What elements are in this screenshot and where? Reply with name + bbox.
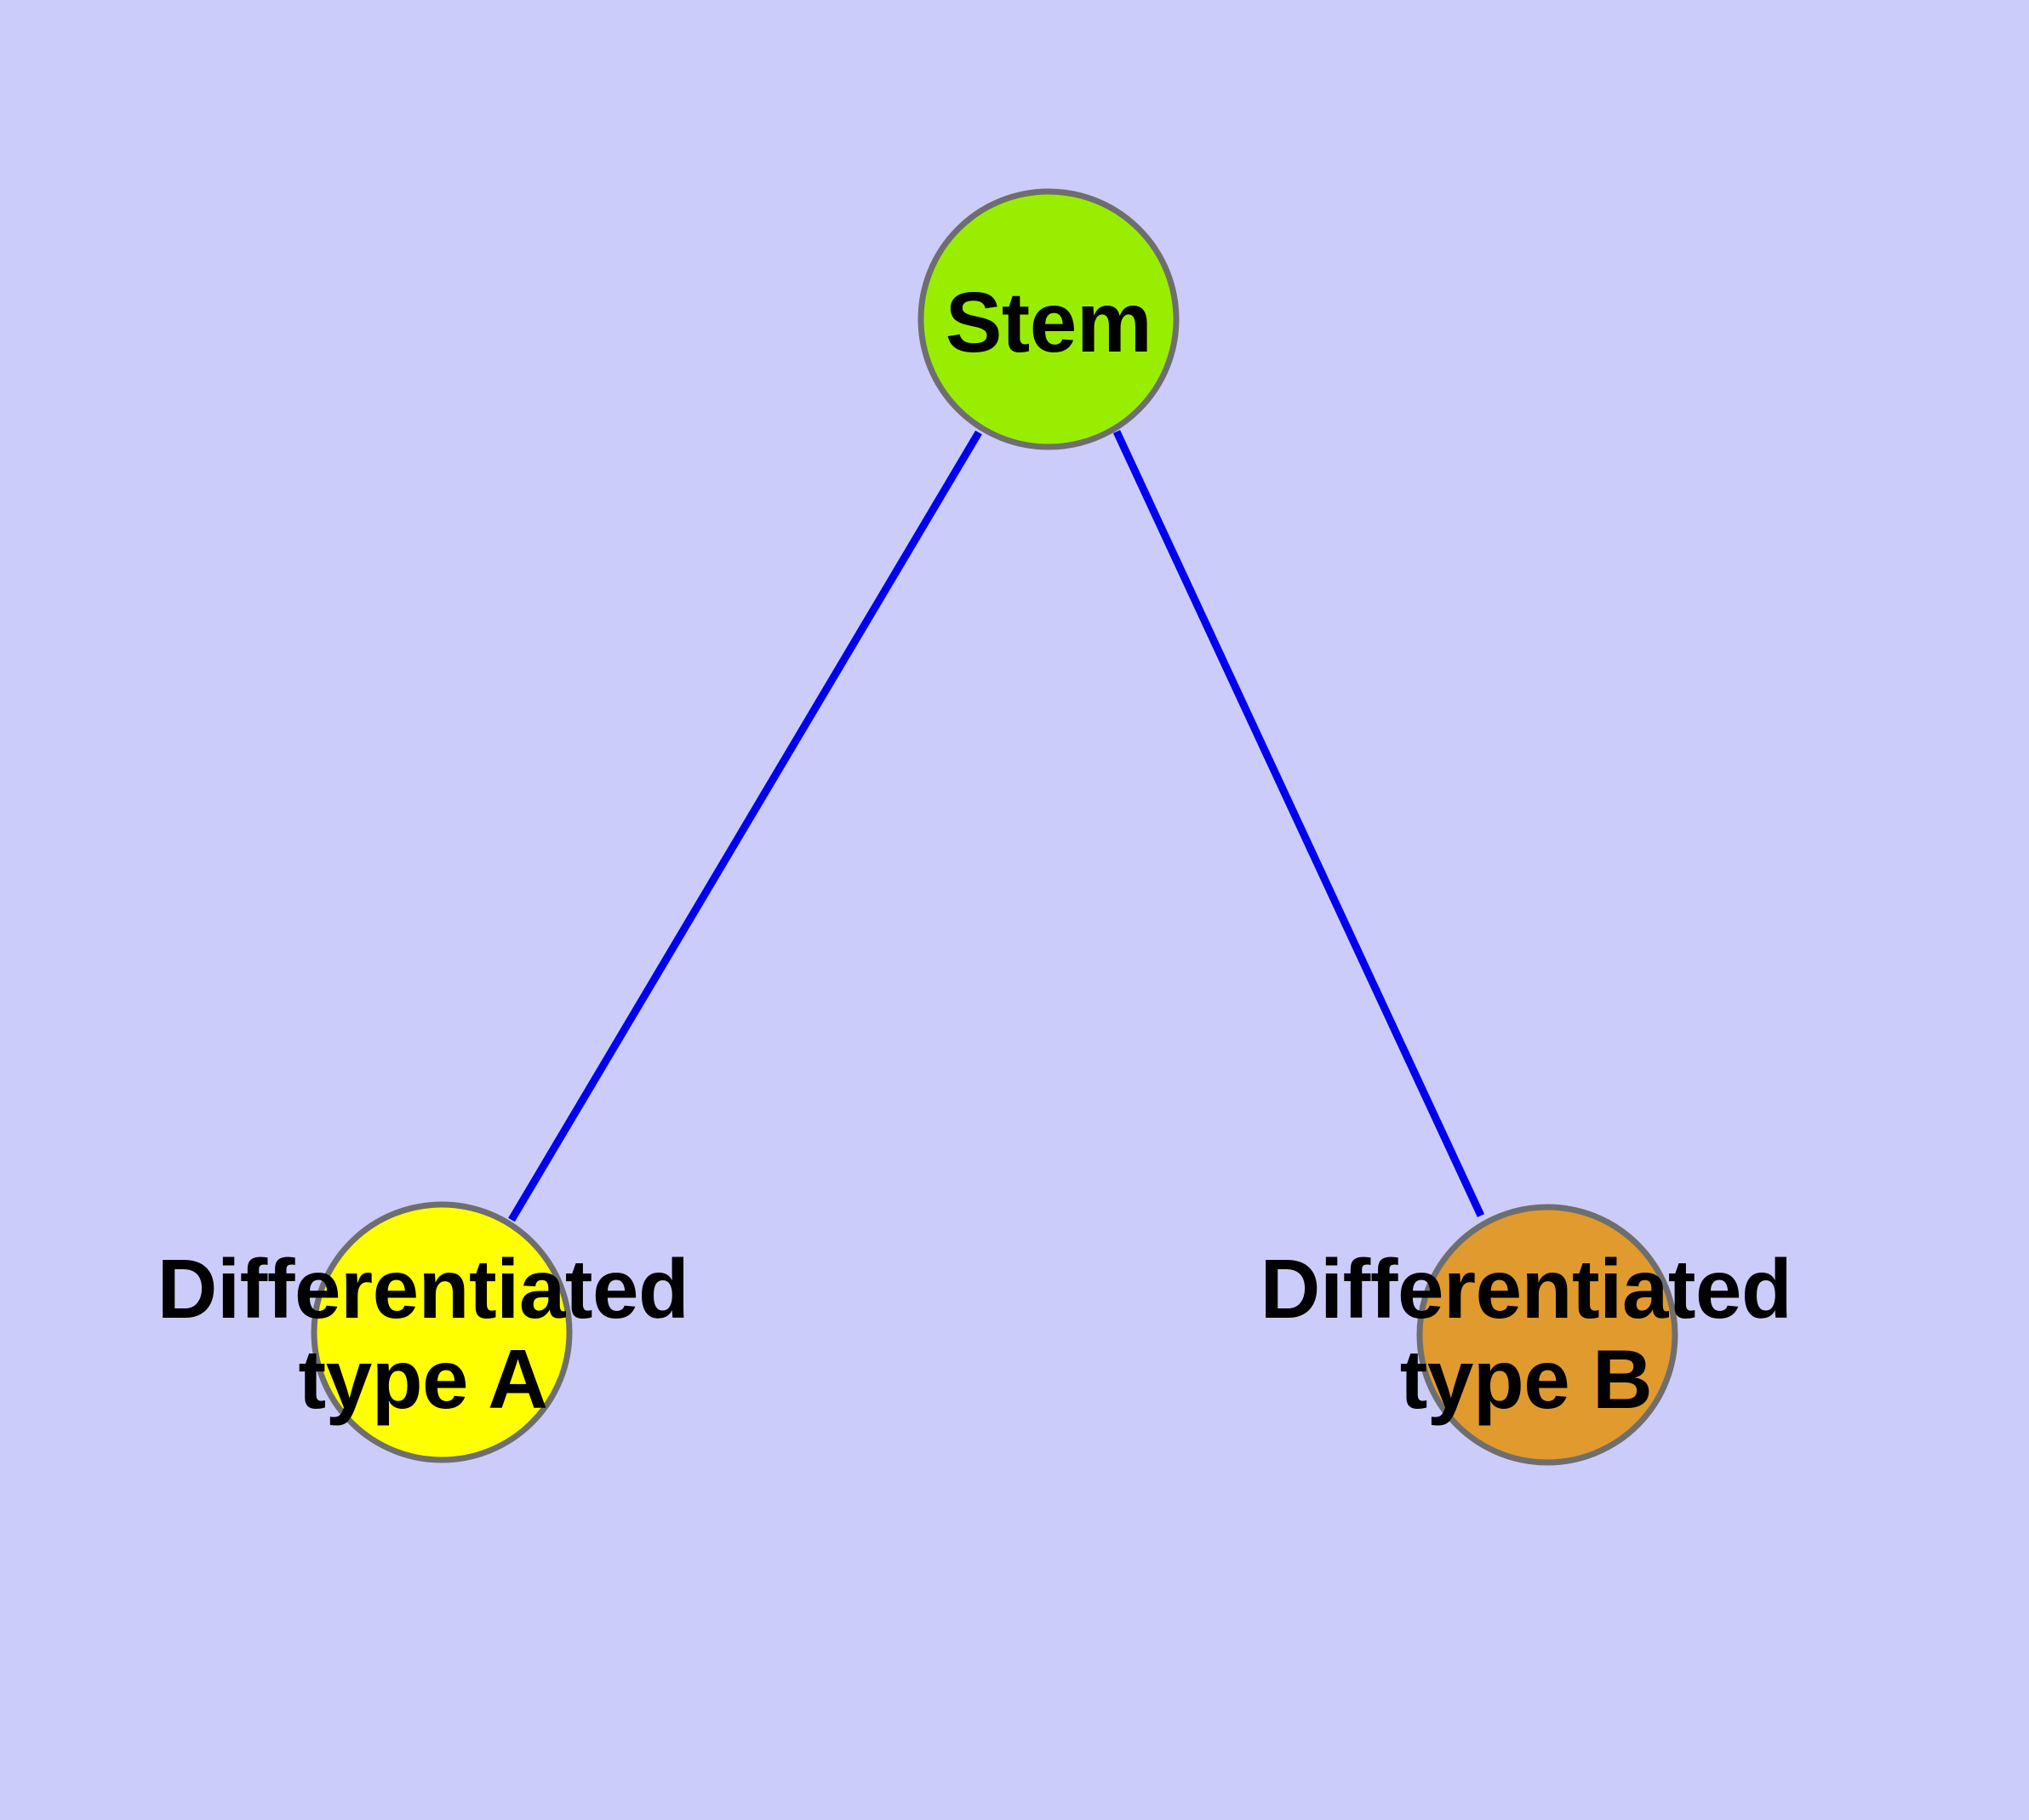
node-circle-stem[interactable] xyxy=(917,188,1180,450)
node-circle-diff_a[interactable] xyxy=(311,1201,573,1463)
edge-stem-diff-b[interactable] xyxy=(1112,430,1485,1217)
edge-stem-diff-a[interactable] xyxy=(508,430,982,1222)
node-circle-diff_b[interactable] xyxy=(1416,1204,1678,1466)
nodes-group xyxy=(311,188,1678,1466)
edges-group xyxy=(508,430,1485,1222)
